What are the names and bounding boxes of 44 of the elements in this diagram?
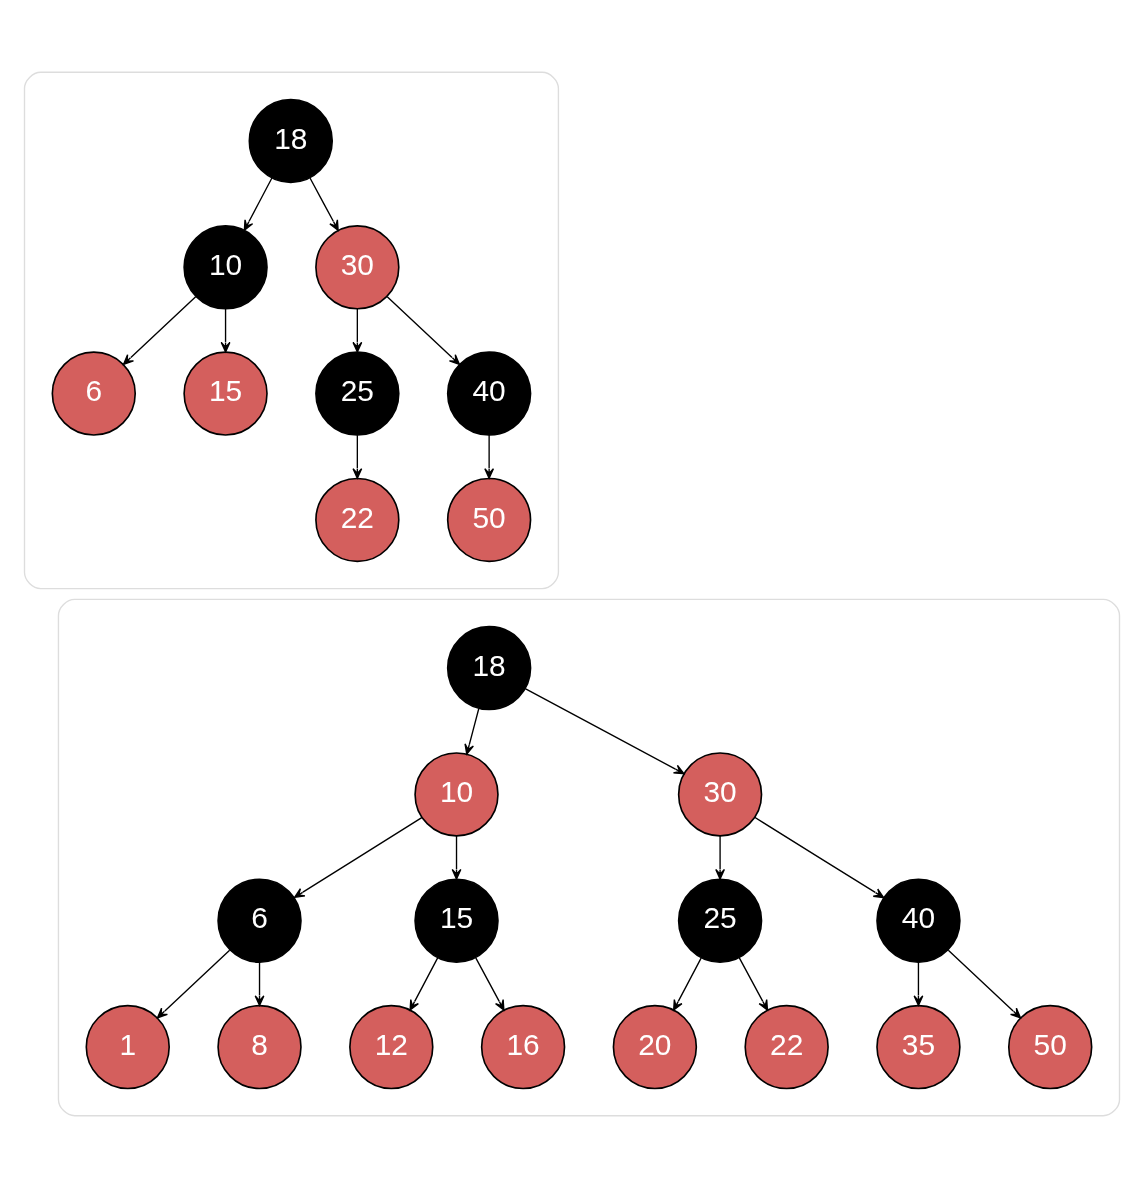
- arrow: [409, 957, 439, 1011]
- arrow: [156, 949, 231, 1019]
- node-circle: 6: [217, 878, 302, 963]
- node-circle: 16: [480, 1004, 566, 1090]
- arrow: [475, 957, 505, 1011]
- cluster: [23, 71, 560, 590]
- arrow: [524, 688, 685, 775]
- node-circle: 50: [446, 477, 532, 563]
- node-circle: 22: [315, 477, 400, 563]
- arrow: [673, 957, 702, 1011]
- node-circle: 18: [446, 625, 532, 711]
- node-circle: 30: [677, 752, 763, 837]
- arrow: [913, 961, 924, 1007]
- node-circle: 35: [876, 1004, 961, 1090]
- arrow: [947, 949, 1022, 1019]
- arrow: [352, 308, 363, 353]
- arrow: [122, 296, 197, 365]
- node-circle: 22: [744, 1004, 829, 1090]
- arrow: [254, 961, 265, 1007]
- arrow: [715, 835, 726, 880]
- node-circle: 15: [414, 878, 499, 963]
- node-circle: 30: [315, 225, 400, 310]
- arrow: [464, 707, 480, 755]
- node-circle: 40: [876, 878, 961, 963]
- cluster: [57, 598, 1121, 1117]
- node-circle: 25: [315, 351, 400, 436]
- arrow: [220, 308, 231, 353]
- node-circle: 18: [248, 98, 334, 184]
- node-circle: 25: [677, 878, 763, 963]
- arrow: [484, 434, 495, 479]
- node-circle: 12: [349, 1004, 434, 1090]
- arrow: [386, 296, 461, 365]
- arrow: [738, 957, 769, 1011]
- node-circle: 8: [217, 1004, 302, 1090]
- arrow: [352, 434, 363, 479]
- arrow: [451, 835, 462, 880]
- node-circle: 15: [183, 351, 268, 436]
- arrow: [309, 177, 339, 231]
- node-circle: 10: [183, 225, 268, 310]
- node-circle: 20: [612, 1004, 698, 1090]
- arrow: [753, 816, 885, 899]
- arrow: [293, 816, 423, 899]
- node-circle: 10: [414, 752, 499, 837]
- arrow: [243, 177, 273, 231]
